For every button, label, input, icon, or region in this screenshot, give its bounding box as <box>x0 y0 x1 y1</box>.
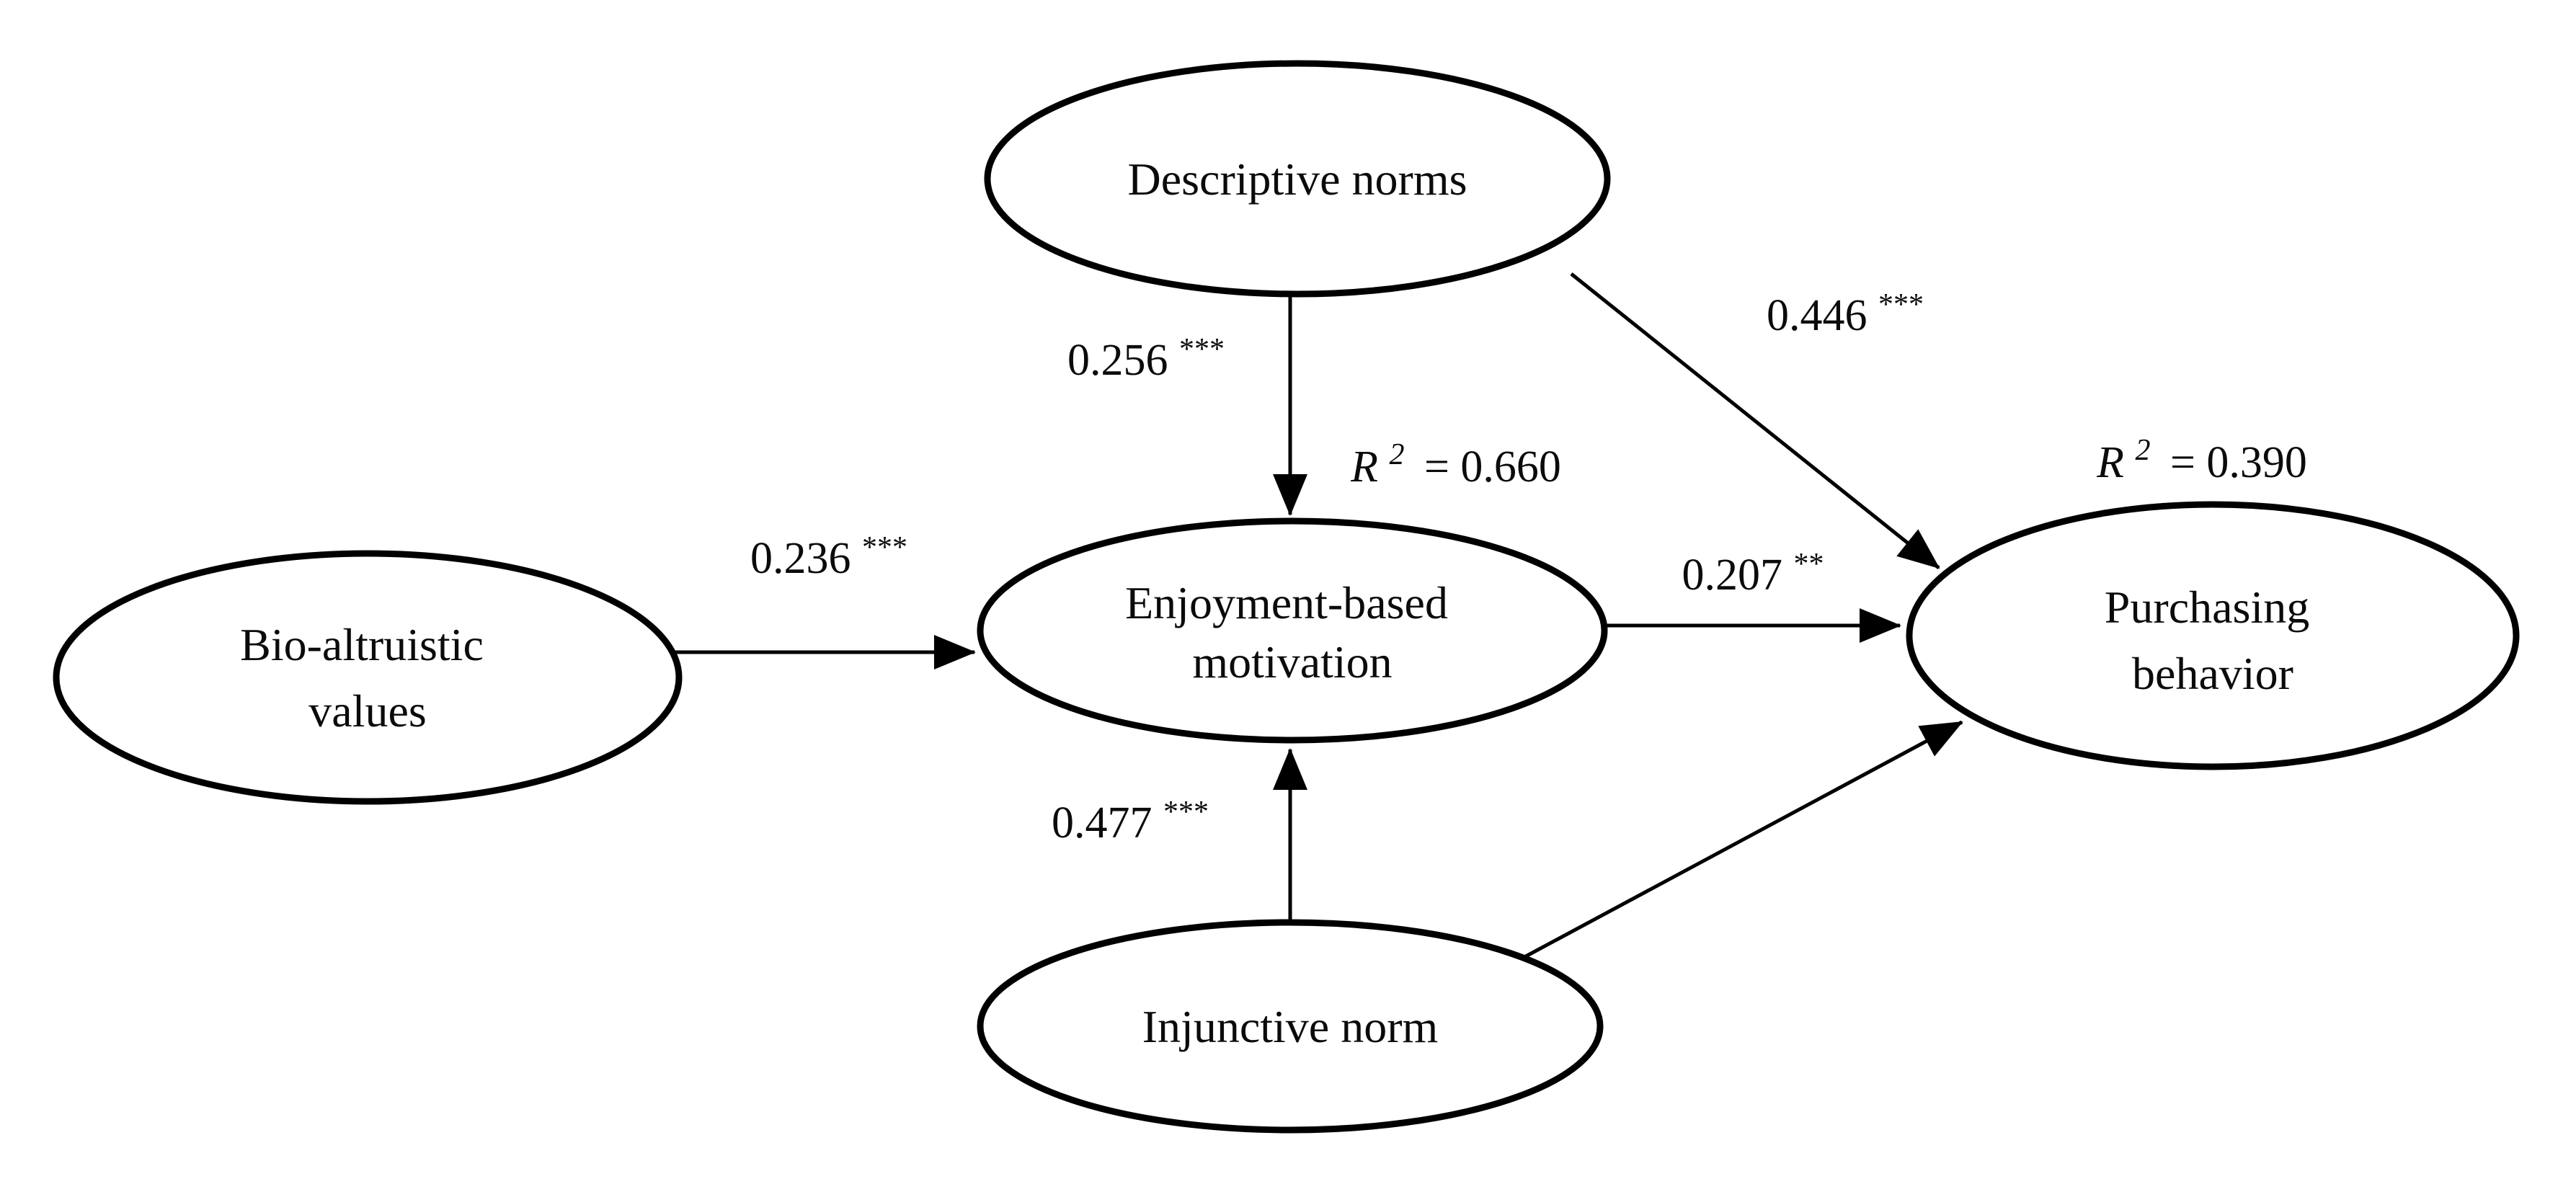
r-squared-enjoyment-based-motivation: R 2 = 0.660 <box>1350 425 1561 491</box>
node-label-purchasing-behavior: Purchasing behavior <box>2105 582 2321 699</box>
node-label-enjoyment-based-motivation: Enjoyment-based motivation <box>1125 577 1460 688</box>
r-value: = 0.390 <box>2170 438 2307 487</box>
coefficient-bio-altruistic-to-enjoyment: 0.236 *** <box>750 531 907 583</box>
node-label-line: Bio-altruistic <box>240 619 484 670</box>
node-injunctive-norm <box>977 919 1604 1134</box>
coefficient-value: 0.256 <box>1067 336 1168 385</box>
node-label-line: Enjoyment-based <box>1125 577 1448 628</box>
node-enjoyment-based-motivation <box>977 517 1608 744</box>
r-value: = 0.660 <box>1424 442 1561 491</box>
node-label-line: motivation <box>1192 636 1392 688</box>
path-arrow-descriptive-to-purchasing <box>1570 272 1940 569</box>
coefficient-value: 0.477 <box>1052 798 1152 847</box>
node-label-injunctive-norm: Injunctive norm <box>1142 1001 1439 1052</box>
node-descriptive-norms <box>984 60 1611 298</box>
r-superscript: 2 <box>1389 438 1404 471</box>
node-bio-altruistic-values <box>53 550 683 805</box>
significance-stars: *** <box>1163 796 1209 829</box>
significance-stars: ** <box>1794 548 1824 581</box>
significance-stars: *** <box>862 531 907 564</box>
node-label-line: Purchasing <box>2105 582 2309 633</box>
coefficient-injunctive-to-enjoyment: 0.477 *** <box>1052 796 1209 847</box>
node-label-line: values <box>308 685 427 737</box>
coefficient-descriptive-to-purchasing: 0.446 *** <box>1767 288 1924 340</box>
coefficient-value: 0.207 <box>1682 551 1783 600</box>
significance-stars: *** <box>1179 333 1225 366</box>
r-superscript: 2 <box>2135 434 2150 467</box>
path-arrow-injunctive-to-purchasing <box>1523 720 1963 959</box>
node-purchasing-behavior <box>1906 501 2520 770</box>
node-label-descriptive-norms: Descriptive norms <box>1128 154 1467 205</box>
r-symbol: R <box>2096 438 2124 487</box>
node-label-line: behavior <box>2132 648 2293 699</box>
significance-stars: *** <box>1878 288 1924 321</box>
r-symbol: R <box>1350 442 1378 491</box>
coefficient-value: 0.446 <box>1767 291 1867 340</box>
r-squared-purchasing-behavior: R 2 = 0.390 <box>2096 421 2307 487</box>
coefficient-value: 0.236 <box>750 534 851 583</box>
coefficient-descriptive-to-enjoyment: 0.256 *** <box>1067 333 1225 385</box>
node-label-bio-altruistic-values: Bio-altruistic values <box>240 619 495 737</box>
coefficient-enjoyment-to-purchasing: 0.207 ** <box>1682 548 1824 600</box>
